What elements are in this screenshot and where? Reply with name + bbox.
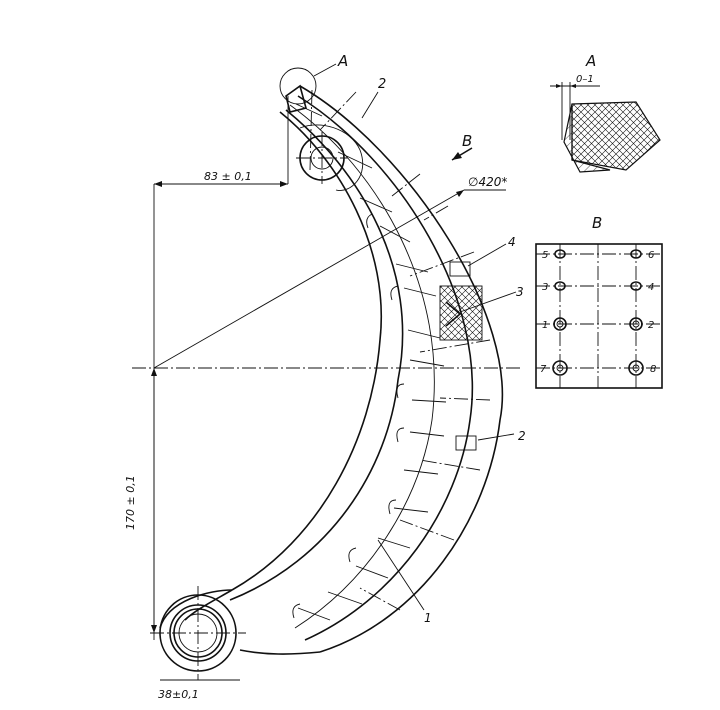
view-b: B 5 6 3 4 1 2 7 8 bbox=[535, 214, 663, 389]
callout-leaders bbox=[279, 63, 517, 611]
diameter-label: ∅420* bbox=[468, 175, 507, 189]
part-1-label: 1 bbox=[424, 611, 432, 625]
dimensions bbox=[132, 96, 520, 681]
dim-38-partial-label: 38±0,1 bbox=[158, 688, 199, 701]
hole-label-1: 1 bbox=[542, 320, 548, 331]
rivet-hole-1 bbox=[553, 317, 567, 331]
hole-label-2: 2 bbox=[648, 320, 654, 331]
hole-label-4: 4 bbox=[648, 282, 654, 293]
dim-170-label: 170 ± 0,1 bbox=[124, 475, 137, 530]
gap-tolerance-label: 0–1 bbox=[576, 74, 594, 85]
hole-label-5: 5 bbox=[542, 250, 548, 261]
rivet-hole-2 bbox=[629, 317, 643, 331]
rivet-hole-4 bbox=[630, 281, 642, 291]
rivet-hole-5 bbox=[554, 249, 566, 259]
rivet-hole-6 bbox=[630, 249, 642, 259]
detail-a-title: A bbox=[585, 52, 596, 70]
hole-label-3: 3 bbox=[542, 282, 548, 293]
detail-a: A 0–1 bbox=[550, 52, 661, 173]
part-4-label: 4 bbox=[508, 235, 516, 249]
dim-83-label: 83 ± 0,1 bbox=[204, 170, 252, 183]
view-b-arrow-label: B bbox=[462, 132, 472, 150]
part-2-mid-label: 2 bbox=[518, 429, 526, 443]
rivet-hole-3 bbox=[554, 281, 566, 291]
hole-label-6: 6 bbox=[648, 250, 654, 261]
part-3-label: 3 bbox=[516, 285, 524, 299]
shoe-body bbox=[150, 84, 504, 680]
part-2-top-label: 2 bbox=[378, 77, 386, 92]
view-b-title: B bbox=[592, 214, 602, 232]
hole-label-7: 7 bbox=[540, 364, 547, 375]
rivet-hole-7 bbox=[552, 360, 568, 376]
detail-a-callout-label: A bbox=[337, 52, 348, 70]
rivet-hole-8 bbox=[628, 360, 644, 376]
hole-label-8: 8 bbox=[650, 364, 656, 375]
